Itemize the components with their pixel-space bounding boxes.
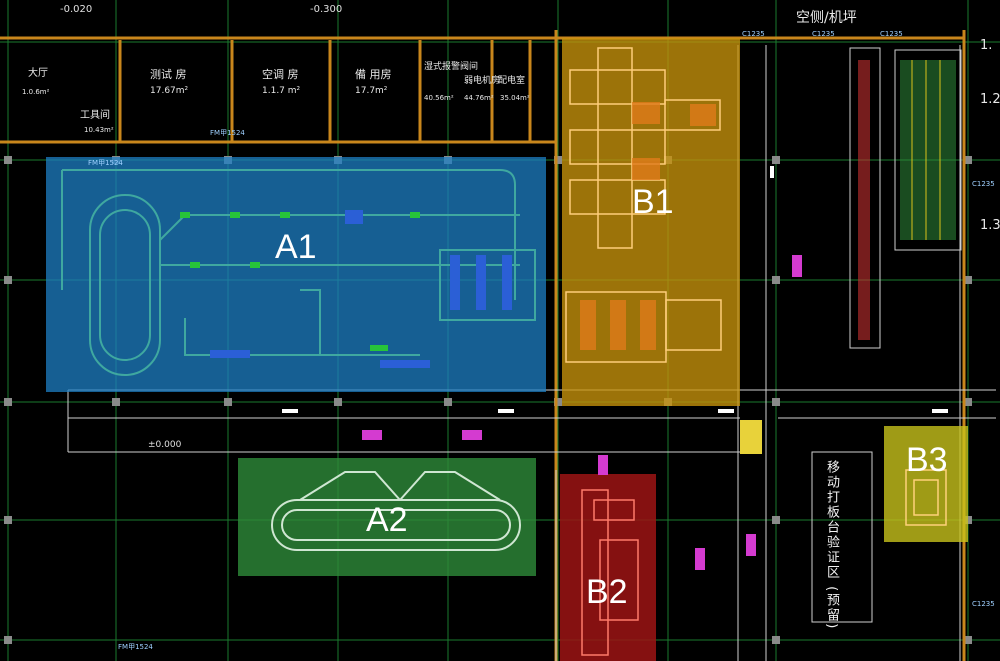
room-area: 17.7m² (355, 86, 388, 96)
room-area: 35.04m² (500, 94, 530, 102)
rack-lines (911, 60, 941, 240)
room-label: 工具间 (80, 110, 110, 121)
grid-tag: C1235 (742, 30, 765, 38)
room-label: 湿式报警阀间 (424, 62, 479, 72)
airside-apron-title: 空侧/机坪 (796, 10, 857, 26)
room-label: 弱电机房 (464, 76, 501, 86)
grid-tag: FM甲1524 (210, 129, 245, 137)
rack-cells (900, 60, 956, 240)
room-area: 1.1.7 m² (262, 86, 301, 96)
stacker-line (858, 60, 870, 340)
room-label: 備 用房 (355, 68, 392, 81)
b1-equipment (565, 47, 722, 363)
b1-stations (580, 102, 716, 350)
edge-number: 1.2 (980, 92, 1000, 107)
room-label: 大厅 (28, 68, 48, 79)
grid-tag: C1235 (972, 180, 995, 188)
b2-equipment (581, 489, 639, 656)
zone-label-b3: B3 (906, 441, 948, 479)
grid-tag: FM甲1524 (118, 643, 153, 651)
room-area: 44.76m² (464, 94, 494, 102)
room-area: 17.67m² (150, 86, 189, 96)
a1-equipment (210, 210, 512, 368)
a2-conveyor-layout (271, 471, 521, 551)
room-area: 10.43m² (84, 126, 114, 134)
room-label: 测试 房 (150, 68, 187, 81)
room-area: 40.56m² (424, 94, 454, 102)
room-area: 1.0.6m² (22, 88, 50, 96)
grid-tag: C1235 (812, 30, 835, 38)
reserved-area-label: 移动打板台验证区 (预留) (824, 460, 839, 631)
corridor-lines (67, 45, 996, 661)
corridor-dashes (282, 166, 948, 413)
elevation-mark: -0.300 (310, 4, 343, 15)
grid-tag: FM甲1524 (88, 159, 123, 167)
grid-tag: C1235 (880, 30, 903, 38)
zone-a1-area (46, 157, 546, 392)
elevation-mark: -0.020 (60, 4, 93, 15)
zone-b1-area (562, 38, 740, 406)
room-label: 空调 房 (262, 68, 299, 81)
edge-number: 1.3 (980, 218, 1000, 233)
level-mark: ±0.000 (148, 440, 182, 450)
a1-nodes (180, 212, 420, 351)
zone-label-a2: A2 (366, 501, 408, 539)
zone-b3-area (884, 426, 968, 542)
room-label: 配电室 (498, 76, 526, 86)
zone-label-a1: A1 (275, 228, 317, 266)
zone-label-b1: B1 (632, 183, 674, 221)
b3-equipment (905, 469, 947, 526)
zone-a2-area (238, 458, 536, 576)
agv-vehicles (362, 255, 802, 570)
edge-number: 1. (980, 38, 993, 53)
zone-label-b2: B2 (586, 573, 628, 611)
grid-tag: C1235 (972, 600, 995, 608)
